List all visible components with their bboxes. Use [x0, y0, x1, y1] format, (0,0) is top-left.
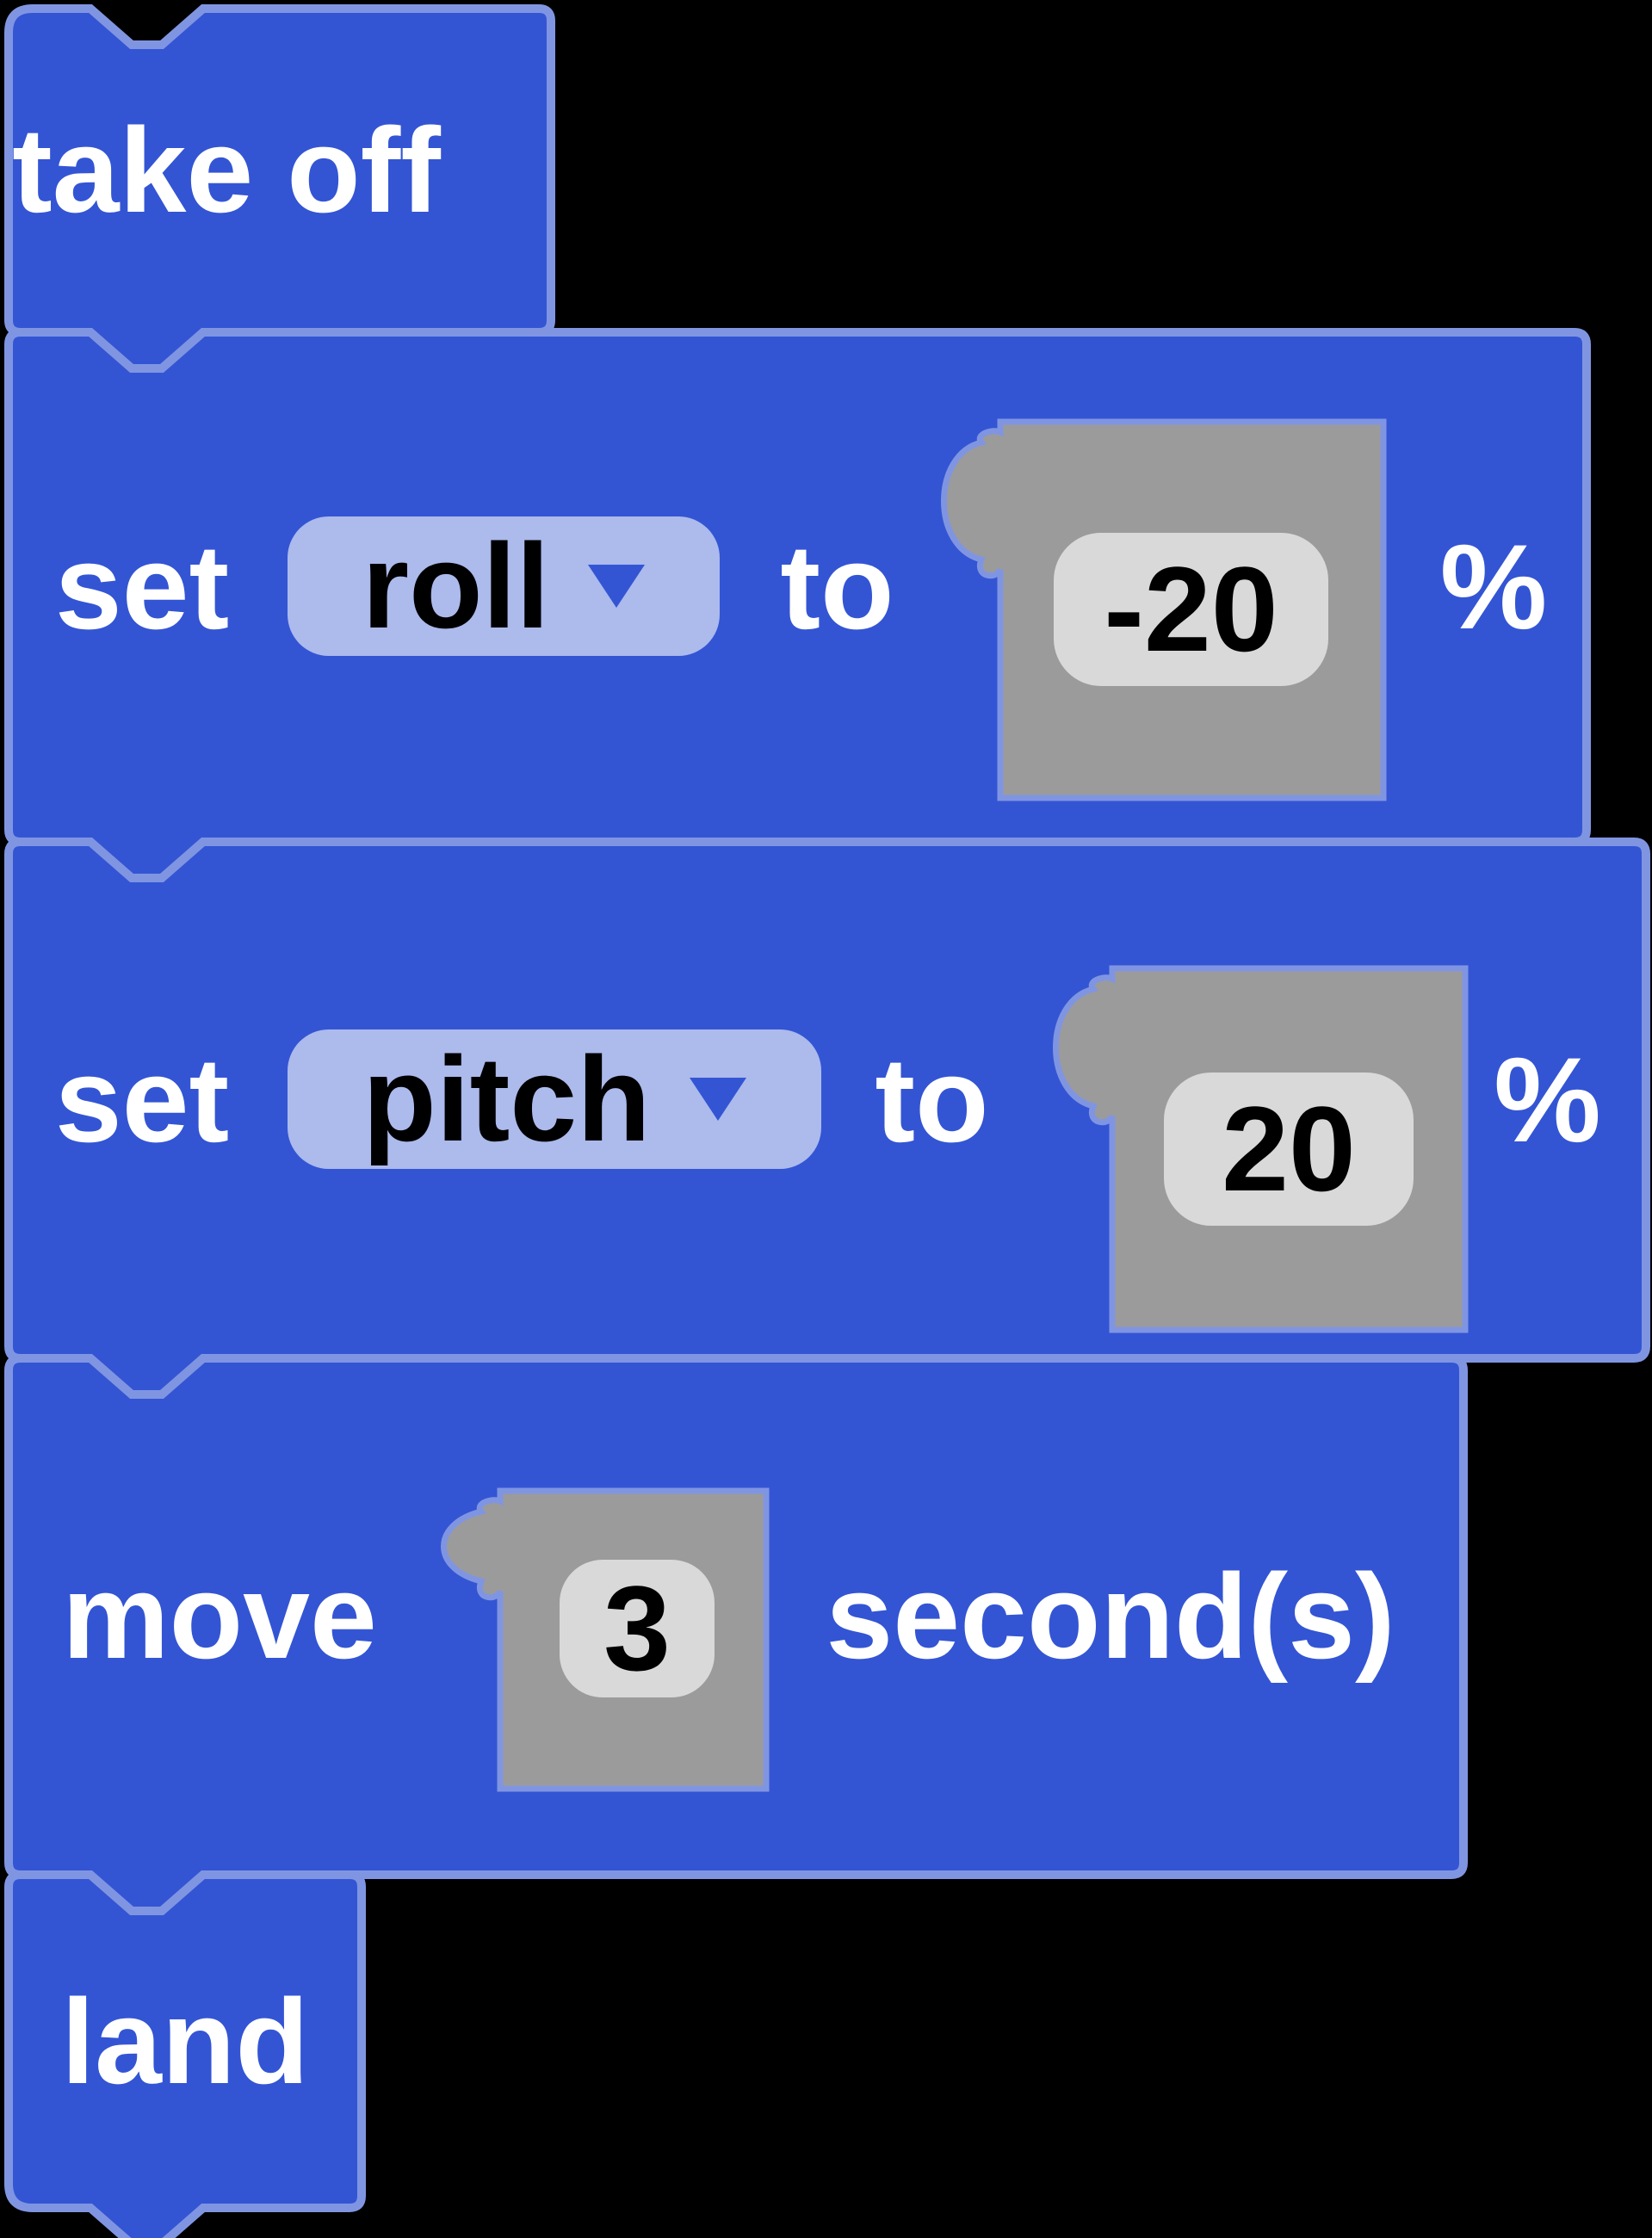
set-pitch-percent-label: %	[1494, 1032, 1601, 1167]
move-seconds-label: second(s)	[826, 1549, 1395, 1684]
set-roll-prefix-label: set	[54, 519, 230, 654]
pitch-value-input[interactable]: 20	[1164, 1073, 1414, 1226]
set-pitch-prefix-label: set	[54, 1032, 230, 1167]
move-prefix-label: move	[62, 1549, 377, 1684]
set-pitch-to-label: to	[875, 1032, 989, 1167]
pitch-axis-dropdown-value: pitch	[362, 1031, 651, 1166]
pitch-axis-dropdown[interactable]: pitch	[288, 1029, 821, 1169]
set-roll-percent-label: %	[1439, 519, 1548, 654]
set-roll-to-label: to	[780, 519, 894, 654]
land-block-label: land	[61, 1974, 309, 2109]
take-off-block-label: take off	[12, 102, 441, 238]
roll-axis-dropdown-value: roll	[362, 518, 550, 653]
roll-axis-dropdown[interactable]: roll	[288, 516, 720, 656]
land-block-shape[interactable]	[4, 1870, 366, 2238]
dropdown-arrow-icon	[689, 1078, 746, 1121]
roll-value-input[interactable]: -20	[1054, 533, 1328, 686]
move-seconds-input[interactable]: 3	[560, 1560, 715, 1697]
dropdown-arrow-icon	[588, 565, 646, 608]
